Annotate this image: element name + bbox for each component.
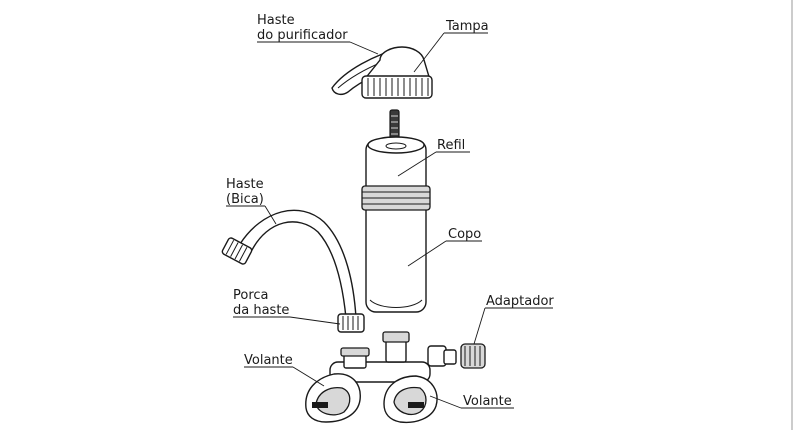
label-copo: Copo xyxy=(448,227,481,242)
label-haste-purificador-line1: Haste xyxy=(257,13,295,28)
label-haste-bica-line2: (Bica) xyxy=(226,192,264,207)
spout-nut xyxy=(337,313,365,333)
label-haste-bica-line1: Haste xyxy=(226,177,264,192)
label-tampa: Tampa xyxy=(445,19,489,34)
purifier-cap xyxy=(361,46,433,99)
leader-lines xyxy=(226,32,553,409)
label-volante-left: Volante xyxy=(244,353,293,368)
label-volante-right: Volante xyxy=(463,394,512,409)
label-porca-line2: da haste xyxy=(233,303,289,318)
adapter xyxy=(460,343,486,369)
label-adaptador: Adaptador xyxy=(486,294,554,309)
valve-assembly xyxy=(329,331,457,383)
handle-right xyxy=(383,375,438,424)
label-haste-purificador-line2: do purificador xyxy=(257,28,348,43)
label-refil: Refil xyxy=(437,138,465,153)
handle-left xyxy=(305,373,361,423)
cartridge-body xyxy=(361,136,431,313)
label-porca-line1: Porca xyxy=(233,288,269,303)
